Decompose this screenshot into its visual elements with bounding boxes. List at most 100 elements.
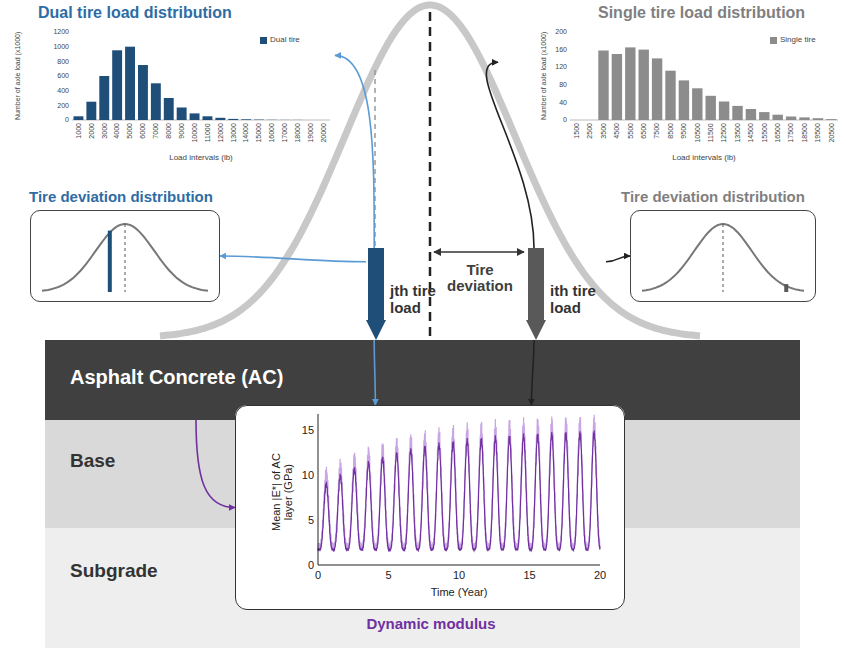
axis-label: 12000 xyxy=(216,123,224,142)
axis-label: 3000 xyxy=(100,123,108,139)
axis-label: 9000 xyxy=(178,123,186,139)
axis-label: 16500 xyxy=(774,123,782,142)
histogram-bar xyxy=(164,98,174,120)
axis-label: 8500 xyxy=(667,123,675,139)
axis-label: 5000 xyxy=(126,123,134,139)
axis-label: 10 xyxy=(302,469,314,481)
histogram-bar xyxy=(679,80,689,120)
axis-label: 7500 xyxy=(653,123,661,139)
histogram-bar xyxy=(280,119,290,120)
axis-label: 4000 xyxy=(113,123,121,139)
legend-text: Single tire xyxy=(780,36,816,45)
histogram-bar xyxy=(773,115,783,120)
histogram-bar xyxy=(706,96,716,120)
arrow-shape xyxy=(366,248,386,340)
axis-label: 14000 xyxy=(242,123,250,142)
node-text: Single tire load distribution xyxy=(598,4,838,22)
axis-label: 200 xyxy=(57,102,69,110)
histogram-bar xyxy=(138,65,148,120)
arrow-shape xyxy=(526,248,546,340)
axis-label: Load intervals (lb) xyxy=(169,154,233,163)
histogram-bar xyxy=(826,119,836,121)
histogram-bar xyxy=(598,51,608,121)
connector xyxy=(486,62,534,248)
axis-label: 2000 xyxy=(88,123,96,139)
axis-label: 11500 xyxy=(707,123,715,142)
connector xyxy=(220,256,366,262)
histogram-bar xyxy=(215,118,225,120)
histogram-bar xyxy=(652,58,662,120)
modulus-envelope xyxy=(318,415,600,551)
histogram-bar xyxy=(177,108,187,121)
axis-label: Tire deviation xyxy=(440,262,520,295)
axis-label: 19500 xyxy=(814,123,822,142)
axis-label: 10500 xyxy=(693,123,701,142)
modulus-curve xyxy=(318,431,600,551)
axis-label: 5 xyxy=(385,569,391,581)
axis-label: 1000 xyxy=(53,43,69,51)
axis-label: 2500 xyxy=(586,123,594,139)
histogram-bar xyxy=(293,119,303,120)
axis-label: 400 xyxy=(57,87,69,95)
histogram-bar xyxy=(112,50,122,120)
axis-label: Mean |E*| of AC layer (GPa) xyxy=(270,448,294,536)
arrow-head xyxy=(526,320,546,340)
node-text: jth tire load xyxy=(390,282,450,317)
histogram-bar xyxy=(254,119,264,120)
node-text: Base xyxy=(70,450,270,472)
axis-label: 0 xyxy=(563,116,567,124)
arrow-shaft xyxy=(368,248,384,320)
histogram-bar xyxy=(665,71,675,120)
mean-line xyxy=(125,224,126,292)
axis-label: 7000 xyxy=(152,123,160,139)
histogram-bar xyxy=(786,117,796,121)
axis-line xyxy=(318,414,319,565)
layer-band: Base xyxy=(45,420,800,528)
axis-label: 8000 xyxy=(165,123,173,139)
distribution-box: Tire deviation distribution xyxy=(630,210,816,302)
axis-label: 15000 xyxy=(255,123,263,142)
axis-line xyxy=(72,120,330,121)
histogram-bar xyxy=(190,113,200,120)
connector xyxy=(374,340,375,405)
axis-label: 600 xyxy=(57,72,69,80)
chart-ground xyxy=(235,405,625,610)
sample-bar xyxy=(108,231,112,292)
axis-label: 18000 xyxy=(294,123,302,142)
chart-panel: Single tire load distribution xyxy=(498,28,842,165)
histogram-bar xyxy=(203,116,213,120)
histogram-bar xyxy=(746,109,756,120)
axis-label: 5 xyxy=(308,514,314,526)
node-text: Asphalt Concrete (AC) xyxy=(70,366,370,389)
node-text: Dual tire load distribution xyxy=(38,4,318,22)
axis-label: 6000 xyxy=(139,123,147,139)
axis-label: 0 xyxy=(65,116,69,124)
node-text: Tire deviation distribution xyxy=(29,188,259,205)
histogram-bar xyxy=(813,118,823,120)
axis-label: 12500 xyxy=(720,123,728,142)
axis-label: 20 xyxy=(594,569,606,581)
histogram-bar xyxy=(241,119,251,121)
axis-line xyxy=(318,565,600,566)
axis-label: 200 xyxy=(555,28,567,36)
histogram-bar xyxy=(151,83,161,120)
axis-label: 17500 xyxy=(787,123,795,142)
connector xyxy=(606,256,630,262)
axis-label: 800 xyxy=(57,58,69,66)
histogram-bar xyxy=(639,50,649,120)
histogram-bar xyxy=(99,76,109,120)
histogram-bar xyxy=(74,116,84,120)
legend-swatch xyxy=(770,37,777,44)
axis-label: 17000 xyxy=(281,123,289,142)
histogram-bar xyxy=(719,102,729,121)
histogram-bar xyxy=(799,117,809,120)
axis-label: 1000 xyxy=(75,123,83,139)
arrow-shaft xyxy=(528,248,544,320)
histogram-bar xyxy=(125,47,135,120)
connector xyxy=(335,55,374,248)
tire-load-arrow: jth tire load xyxy=(366,248,448,340)
tire-load-arrow: ith tire load xyxy=(526,248,606,340)
axis-label: 3500 xyxy=(600,123,608,139)
mean-line xyxy=(723,224,724,292)
